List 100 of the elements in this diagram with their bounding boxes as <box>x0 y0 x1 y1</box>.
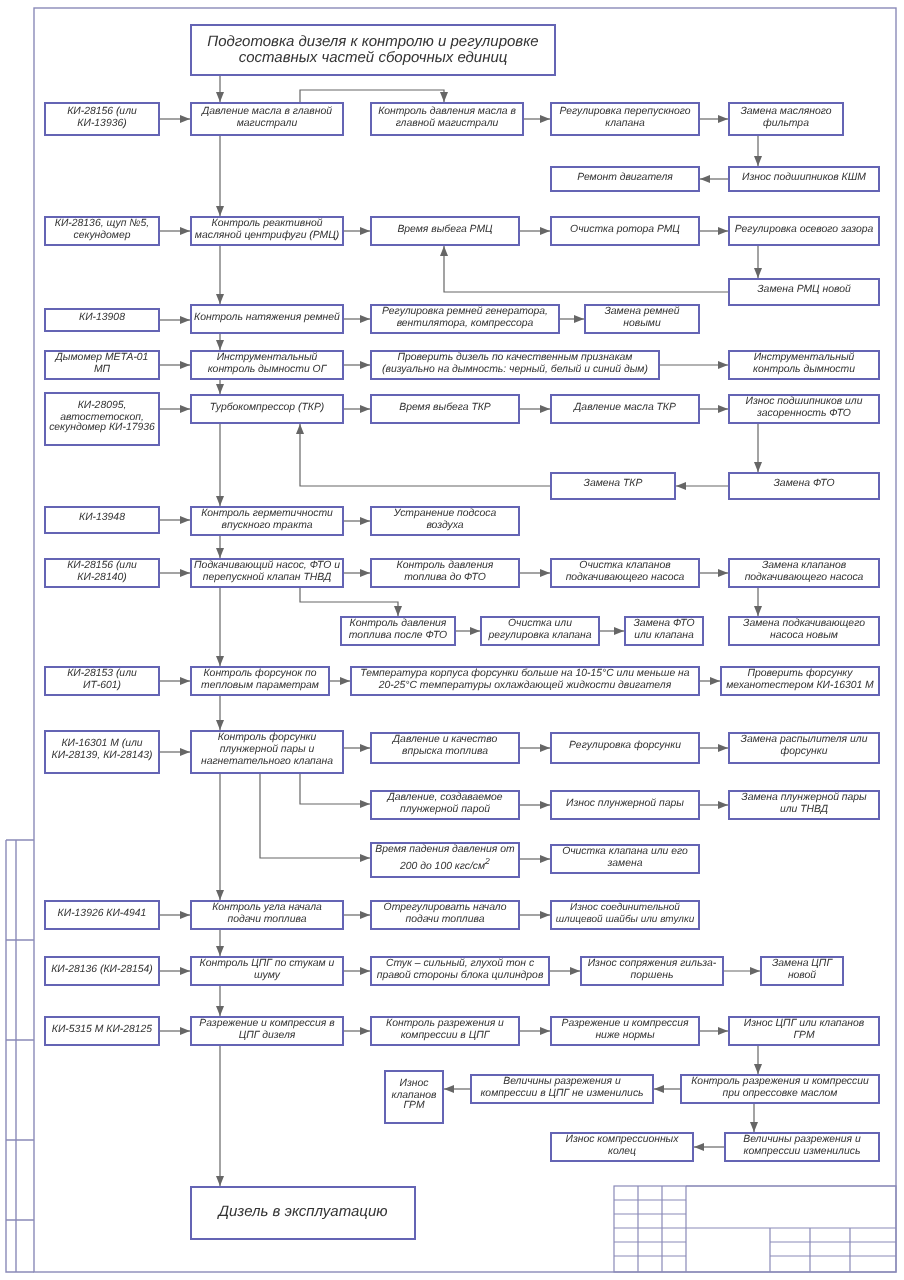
process-box <box>550 166 700 192</box>
process-box <box>550 1016 700 1046</box>
arrow <box>699 405 729 413</box>
arrow <box>699 569 729 577</box>
arrow <box>699 677 721 685</box>
arrow <box>216 587 224 667</box>
process-box <box>370 558 520 588</box>
process-box <box>550 732 700 764</box>
arrow <box>216 245 224 305</box>
arrow <box>216 535 224 559</box>
process-box <box>44 308 160 332</box>
process-box <box>190 730 344 774</box>
arrow <box>519 911 551 919</box>
arrow <box>523 115 551 123</box>
process-box <box>550 1132 694 1162</box>
process-box <box>340 616 456 646</box>
process-box <box>370 506 520 536</box>
process-box <box>728 472 880 500</box>
arrow <box>296 423 551 487</box>
arrow <box>699 1027 729 1035</box>
process-box <box>44 1016 160 1046</box>
arrow <box>159 911 191 919</box>
arrow <box>216 1045 224 1187</box>
arrow <box>299 89 448 103</box>
arrow <box>519 855 551 863</box>
process-box <box>190 900 344 930</box>
arrow <box>159 316 191 324</box>
process-box <box>190 666 330 696</box>
process-box <box>728 616 880 646</box>
arrow <box>329 677 351 685</box>
arrow <box>653 1085 681 1093</box>
process-box <box>190 304 344 334</box>
arrow <box>299 773 371 808</box>
process-box <box>384 1070 444 1124</box>
arrow <box>343 227 371 235</box>
arrow <box>559 315 585 323</box>
arrow <box>440 245 729 293</box>
title-box <box>190 24 556 76</box>
process-box <box>728 790 880 820</box>
process-box <box>480 616 600 646</box>
arrow <box>159 677 191 685</box>
arrow <box>599 627 625 635</box>
process-box <box>370 790 520 820</box>
process-box <box>44 666 160 696</box>
process-box <box>370 732 520 764</box>
process-box <box>584 304 700 334</box>
process-box <box>728 732 880 764</box>
process-box <box>550 394 700 424</box>
process-box <box>728 558 880 588</box>
process-box <box>44 350 160 380</box>
arrow <box>519 569 551 577</box>
process-box <box>728 350 880 380</box>
arrow <box>159 516 191 524</box>
process-box <box>550 216 700 246</box>
process-box <box>550 844 700 874</box>
arrow <box>343 315 371 323</box>
arrow <box>216 423 224 507</box>
process-box <box>350 666 700 696</box>
process-box <box>728 166 880 192</box>
process-box <box>44 730 160 774</box>
process-box <box>370 900 520 930</box>
arrow <box>699 115 729 123</box>
arrow <box>343 967 371 975</box>
process-box <box>728 216 880 246</box>
arrow <box>519 227 551 235</box>
arrow <box>549 967 581 975</box>
process-box <box>44 216 160 246</box>
process-box <box>190 1186 416 1240</box>
process-box <box>728 278 880 306</box>
arrow <box>519 405 551 413</box>
arrow <box>343 361 371 369</box>
process-box <box>44 900 160 930</box>
arrow <box>754 245 762 279</box>
arrow <box>216 773 224 901</box>
arrow <box>216 333 224 351</box>
process-box <box>190 1016 344 1046</box>
process-box <box>724 1132 880 1162</box>
process-box <box>190 350 344 380</box>
process-box <box>370 394 520 424</box>
arrow <box>343 405 371 413</box>
process-box <box>550 790 700 820</box>
arrow <box>723 967 761 975</box>
process-box <box>370 1016 520 1046</box>
arrow <box>754 587 762 617</box>
arrow <box>455 627 481 635</box>
arrow <box>343 517 371 525</box>
arrow <box>343 569 371 577</box>
process-box <box>44 392 160 446</box>
arrow <box>519 744 551 752</box>
process-box <box>550 558 700 588</box>
arrow <box>159 115 191 123</box>
arrow <box>754 135 762 167</box>
arrow <box>343 1027 371 1035</box>
arrow <box>216 379 224 395</box>
arrow <box>159 227 191 235</box>
arrow <box>343 744 371 752</box>
arrow <box>699 801 729 809</box>
arrow <box>159 361 191 369</box>
process-box <box>550 102 700 136</box>
process-box <box>550 472 676 500</box>
